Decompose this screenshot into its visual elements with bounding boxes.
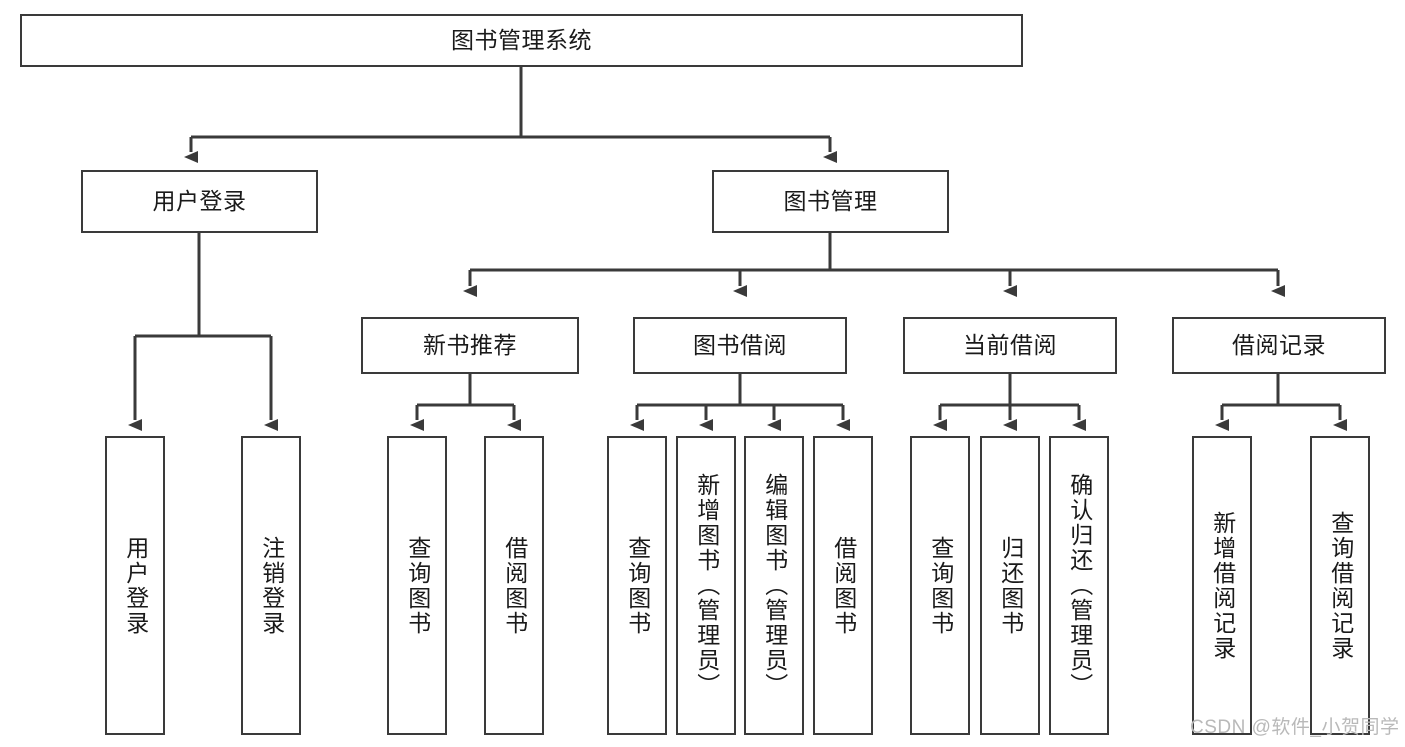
node-label: 编辑图书（管理员） bbox=[761, 473, 788, 698]
leaf-confirm-return-admin[interactable]: 确认归还（管理员） bbox=[1049, 436, 1109, 735]
leaf-add-borrow-record[interactable]: 新增借阅记录 bbox=[1192, 436, 1252, 735]
node-label: 用户登录 bbox=[122, 535, 149, 636]
node-label: 当前借阅 bbox=[963, 332, 1057, 358]
node-label: 借阅图书 bbox=[830, 535, 857, 636]
node-root-system[interactable]: 图书管理系统 bbox=[20, 14, 1023, 67]
node-label: 归还图书 bbox=[997, 535, 1024, 636]
node-label: 图书管理 bbox=[783, 188, 878, 214]
node-label: 借阅图书 bbox=[501, 535, 528, 636]
leaf-logout[interactable]: 注销登录 bbox=[241, 436, 301, 735]
node-label: 新书推荐 bbox=[423, 332, 517, 358]
node-current-borrow[interactable]: 当前借阅 bbox=[903, 317, 1117, 374]
node-label: 图书管理系统 bbox=[451, 27, 592, 53]
node-new-book-recommend[interactable]: 新书推荐 bbox=[361, 317, 579, 374]
node-label: 新增图书（管理员） bbox=[693, 473, 720, 698]
leaf-query-borrow-record[interactable]: 查询借阅记录 bbox=[1310, 436, 1370, 735]
node-label: 借阅记录 bbox=[1232, 332, 1326, 358]
leaf-query-book-recommend[interactable]: 查询图书 bbox=[387, 436, 447, 735]
leaf-query-book-current[interactable]: 查询图书 bbox=[910, 436, 970, 735]
leaf-borrow-book[interactable]: 借阅图书 bbox=[813, 436, 873, 735]
node-label: 确认归还（管理员） bbox=[1066, 473, 1093, 698]
node-book-borrow[interactable]: 图书借阅 bbox=[633, 317, 847, 374]
node-label: 查询借阅记录 bbox=[1327, 510, 1354, 661]
node-label: 查询图书 bbox=[624, 535, 651, 636]
node-borrow-record[interactable]: 借阅记录 bbox=[1172, 317, 1386, 374]
node-label: 注销登录 bbox=[258, 535, 285, 636]
node-label: 用户登录 bbox=[152, 188, 247, 214]
leaf-edit-book-admin[interactable]: 编辑图书（管理员） bbox=[744, 436, 804, 735]
node-label: 新增借阅记录 bbox=[1209, 510, 1236, 661]
leaf-return-book[interactable]: 归还图书 bbox=[980, 436, 1040, 735]
leaf-add-book-admin[interactable]: 新增图书（管理员） bbox=[676, 436, 736, 735]
watermark: CSDN @软件_小贺同学 bbox=[1190, 717, 1400, 738]
node-user-login[interactable]: 用户登录 bbox=[81, 170, 318, 233]
leaf-borrow-book-recommend[interactable]: 借阅图书 bbox=[484, 436, 544, 735]
leaf-query-book-borrow[interactable]: 查询图书 bbox=[607, 436, 667, 735]
leaf-user-login[interactable]: 用户登录 bbox=[105, 436, 165, 735]
node-book-management[interactable]: 图书管理 bbox=[712, 170, 949, 233]
node-label: 图书借阅 bbox=[693, 332, 787, 358]
node-label: 查询图书 bbox=[404, 535, 431, 636]
node-label: 查询图书 bbox=[927, 535, 954, 636]
